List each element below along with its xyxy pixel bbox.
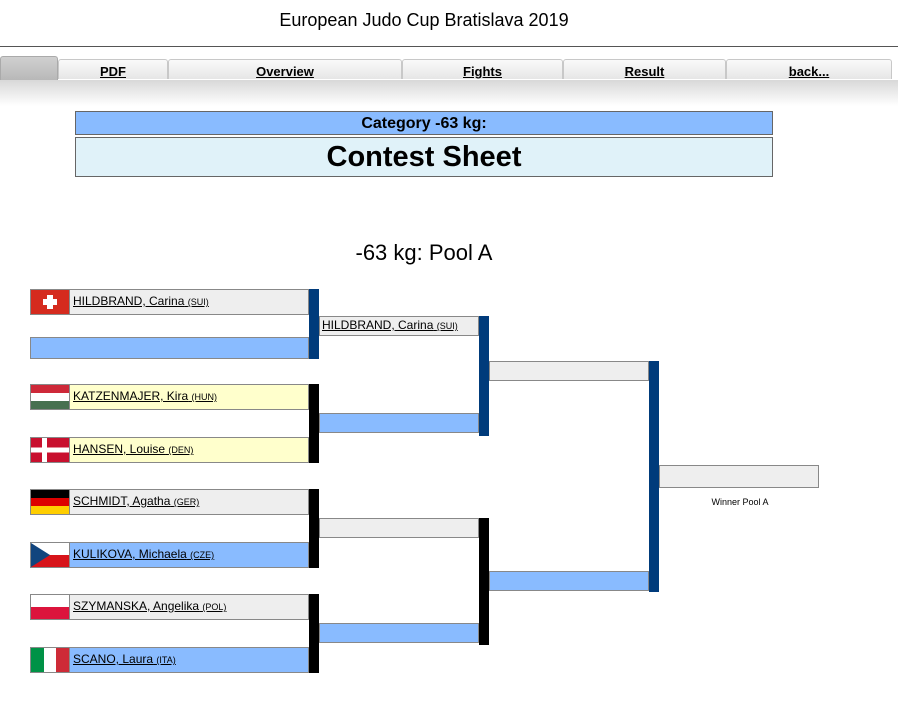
header-divider (0, 46, 898, 47)
tab-back[interactable]: back... (726, 59, 892, 79)
tab-pdf[interactable]: PDF (58, 59, 168, 79)
bracket-connector (309, 594, 319, 673)
page-title: European Judo Cup Bratislava 2019 (279, 10, 569, 30)
hun-flag-icon (31, 385, 70, 409)
tab-active[interactable] (0, 56, 58, 80)
winner-label: Winner Pool A (711, 497, 769, 507)
sui-flag-icon (31, 290, 70, 314)
athlete-name-link[interactable]: SCANO, Laura (ITA) (73, 652, 176, 666)
tab-overview[interactable]: Overview (168, 59, 402, 79)
athlete-slot-7: SZYMANSKA, Angelika (POL) (30, 594, 309, 620)
athlete-name-link[interactable]: SCHMIDT, Agatha (GER) (73, 494, 200, 508)
athlete-slot-4: HANSEN, Louise (DEN) (30, 437, 309, 463)
tab-bar: PDF Overview Fights Result back... (0, 56, 898, 80)
athlete-slot-2-empty (30, 337, 309, 359)
athlete-name-link[interactable]: HILDBRAND, Carina (SUI) (322, 318, 458, 332)
athlete-slot-8: SCANO, Laura (ITA) (30, 647, 309, 673)
athlete-slot-6: KULIKOVA, Michaela (CZE) (30, 542, 309, 568)
bracket-connector (649, 361, 659, 592)
ger-flag-icon (31, 490, 70, 514)
athlete-slot-3: KATZENMAJER, Kira (HUN) (30, 384, 309, 410)
athlete-name-link[interactable]: SZYMANSKA, Angelika (POL) (73, 599, 227, 613)
tab-shadow (0, 80, 898, 106)
contest-sheet-title: Contest Sheet (75, 137, 773, 177)
winner-slot (659, 465, 819, 488)
category-label: Category -63 kg: (75, 111, 773, 135)
bracket-connector (479, 316, 489, 436)
pol-flag-icon (31, 595, 70, 619)
round2-slot-2 (319, 413, 479, 433)
tab-fights[interactable]: Fights (402, 59, 563, 79)
round2-slot-4 (319, 623, 479, 643)
athlete-name-link[interactable]: KULIKOVA, Michaela (CZE) (73, 547, 215, 561)
cze-flag-icon (31, 543, 70, 567)
bracket-connector (309, 289, 319, 359)
pool-title: -63 kg: Pool A (355, 240, 493, 265)
athlete-name-link[interactable]: HANSEN, Louise (DEN) (73, 442, 194, 456)
round3-slot-2 (489, 571, 649, 591)
bracket-connector (479, 518, 489, 645)
athlete-slot-5: SCHMIDT, Agatha (GER) (30, 489, 309, 515)
athlete-name-link[interactable]: KATZENMAJER, Kira (HUN) (73, 389, 217, 403)
den-flag-icon (31, 438, 70, 462)
athlete-slot-1: HILDBRAND, Carina (SUI) (30, 289, 309, 315)
round2-slot-3 (319, 518, 479, 538)
athlete-name-link[interactable]: HILDBRAND, Carina (SUI) (73, 294, 209, 308)
round3-slot-1 (489, 361, 649, 381)
round2-slot-1: HILDBRAND, Carina (SUI) (319, 316, 479, 336)
bracket-connector (309, 489, 319, 568)
ita-flag-icon (31, 648, 70, 672)
bracket-connector (309, 384, 319, 463)
tab-result[interactable]: Result (563, 59, 726, 79)
